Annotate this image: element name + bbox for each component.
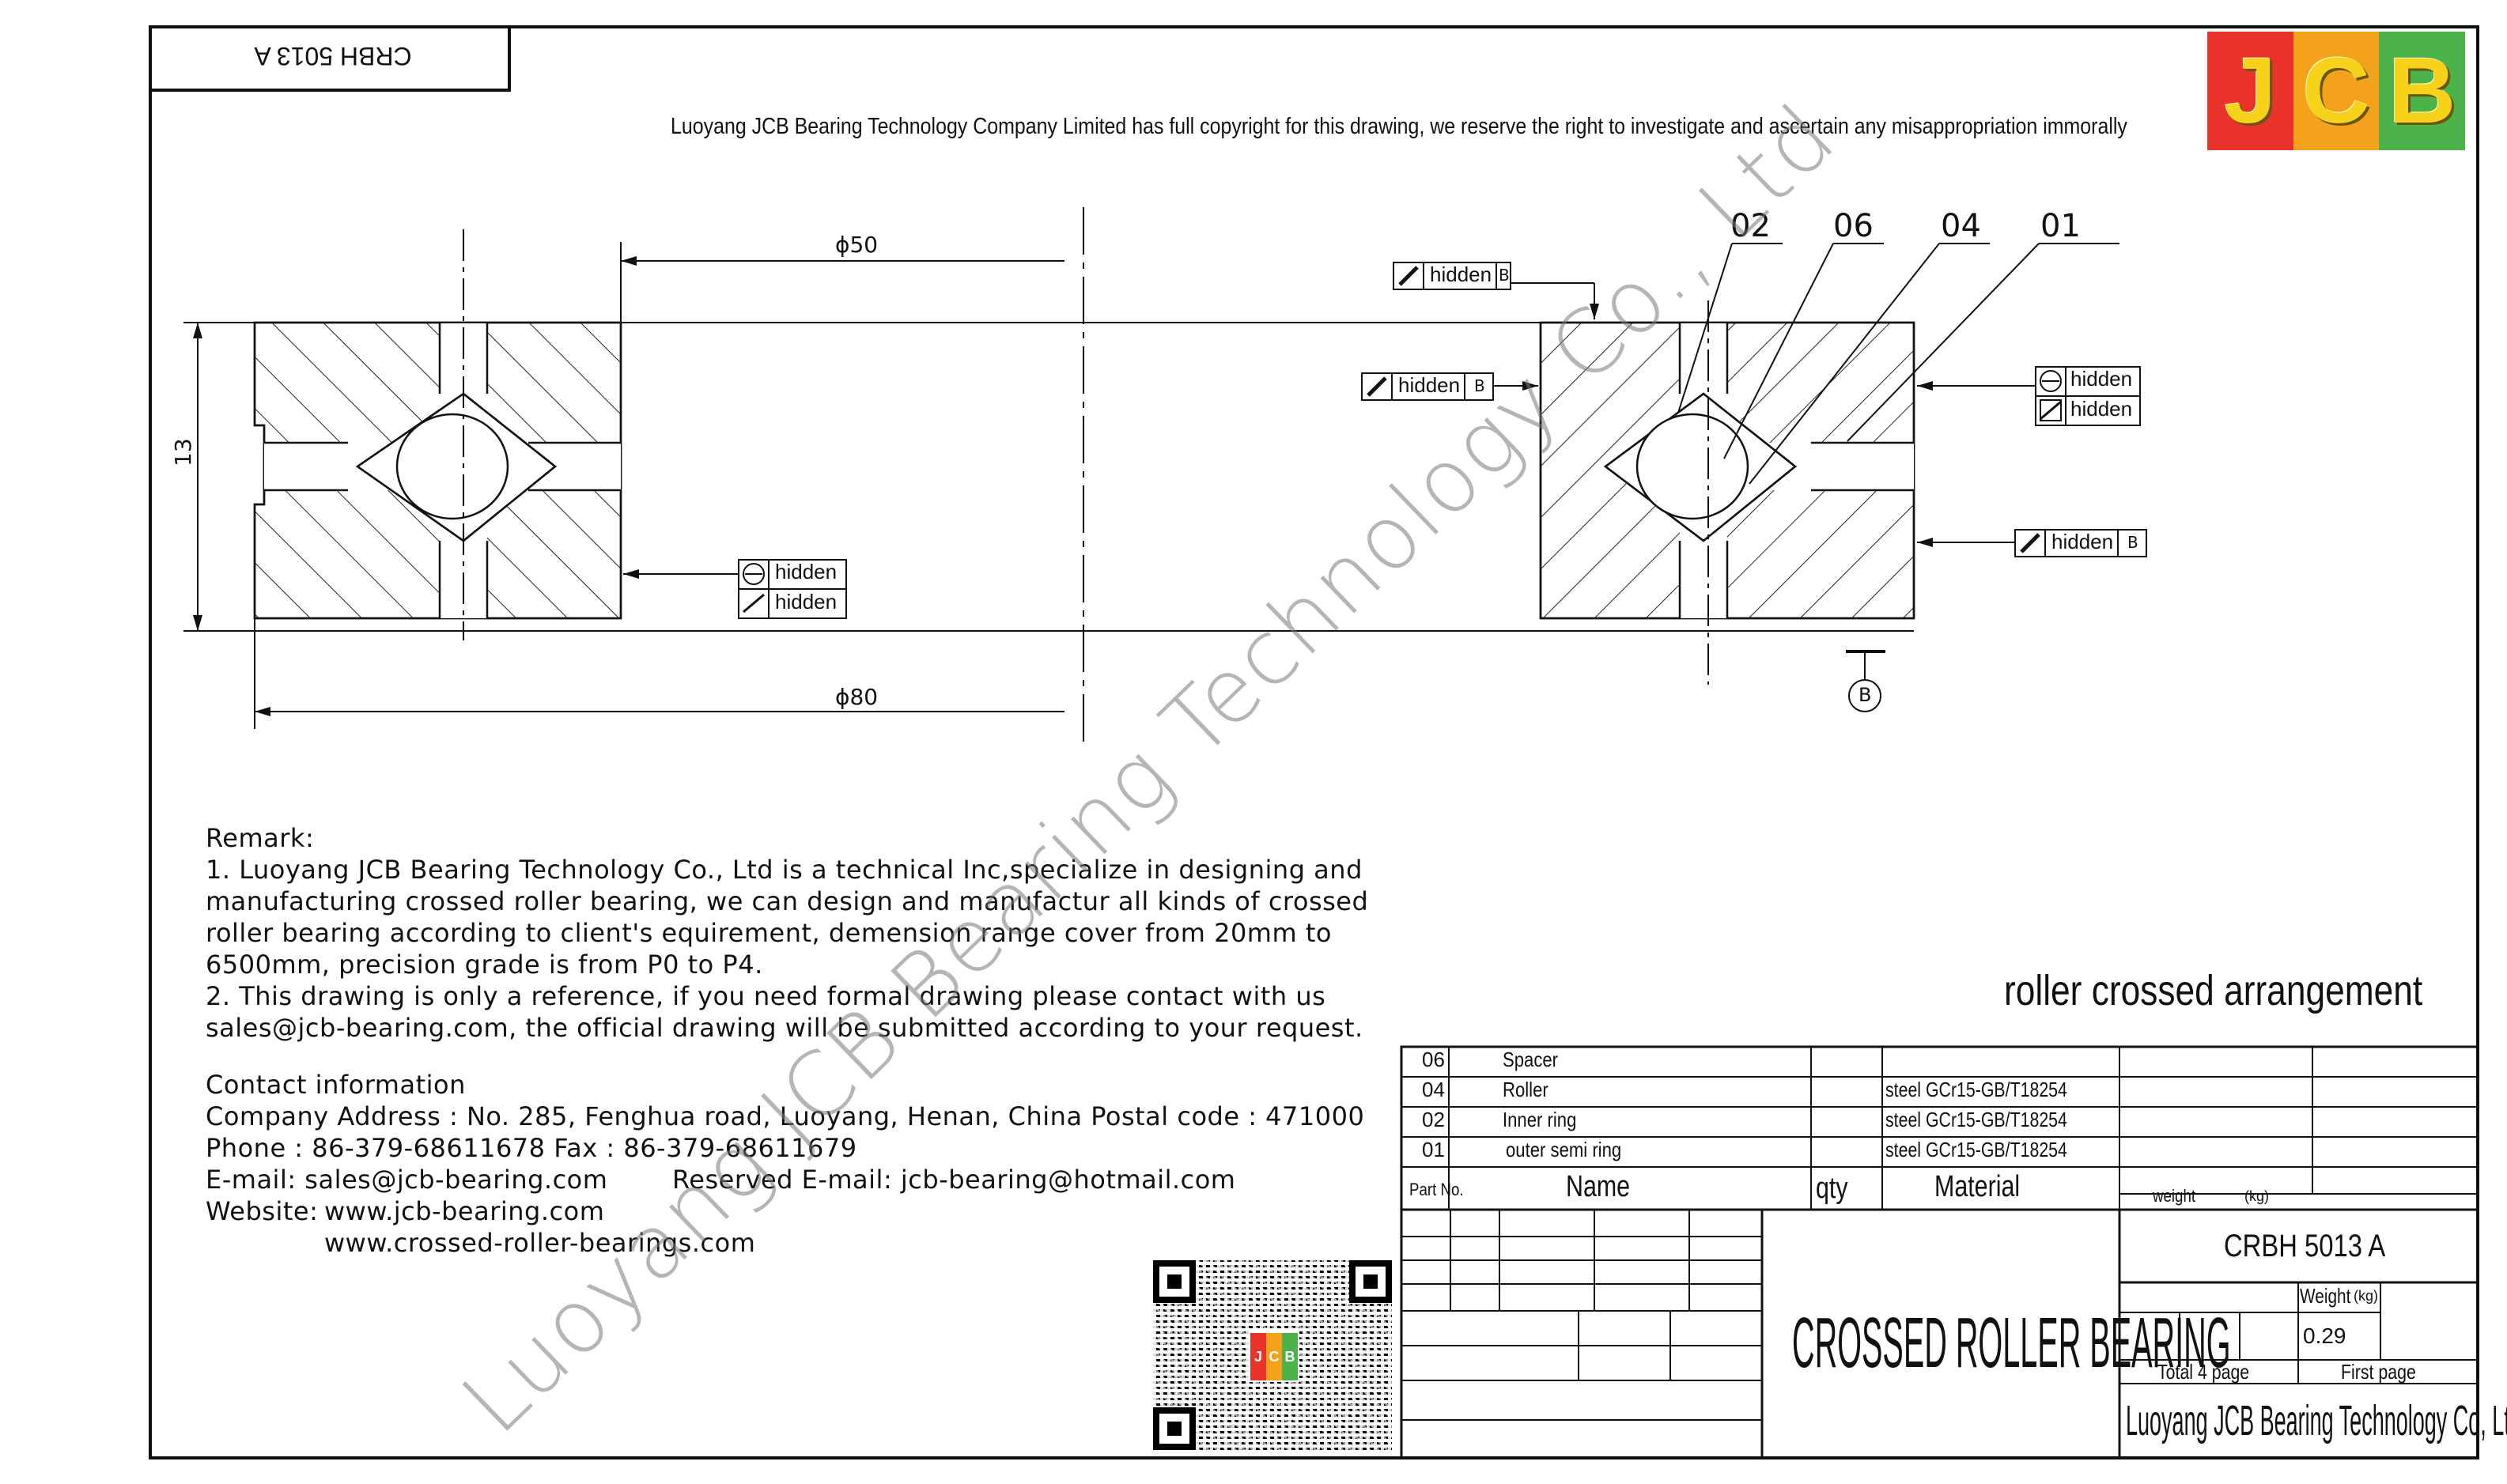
header-weight-unit: (kg) (2244, 1188, 2269, 1204)
symbol-text-4: hidden (2070, 367, 2133, 391)
part-row-2-name: Roller (1503, 1078, 1548, 1101)
feature-control-frames (738, 262, 2147, 619)
logo-letter-c: C (2293, 32, 2380, 150)
contact-phone: Phone : 86-379-68611678 Fax : 86-379-686… (206, 1133, 857, 1163)
remark-line-6: sales@jcb-bearing.com, the official draw… (206, 1013, 1363, 1043)
model-number: CRBH 5013 A (2224, 1229, 2386, 1263)
total-pages: Total 4 page (2157, 1360, 2250, 1384)
datum-ref-3: B (2127, 533, 2138, 552)
dim-outer-diameter: ϕ80 (835, 684, 879, 710)
remark-line-2: manufacturing crossed roller bearing, we… (206, 886, 1369, 916)
header-weight: weight (2153, 1186, 2196, 1206)
qr-logo-j: J (1250, 1333, 1266, 1380)
remark-line-5: 2. This drawing is only a reference, if … (206, 981, 1326, 1011)
header-qty: qty (1816, 1172, 1848, 1205)
part-row-2-material: steel GCr15-GB/T18254 (1885, 1078, 2067, 1101)
contact-website-2: www.crossed-roller-bearings.com (324, 1228, 756, 1258)
callout-01: 01 (2040, 208, 2081, 244)
right-section-view (1539, 300, 1915, 685)
drawing-number-box (149, 25, 511, 92)
symbol-text-6: hidden (775, 560, 838, 583)
arrangement-label: roller crossed arrangement (2004, 967, 2423, 1014)
weight-unit: (kg) (2354, 1288, 2378, 1304)
left-section-view (253, 229, 622, 640)
symbol-text-3: hidden (2051, 530, 2114, 553)
first-page: First page (2341, 1360, 2416, 1384)
logo-letter-j: J (2207, 32, 2293, 150)
contact-address: Company Address : No. 285, Fenghua road,… (206, 1101, 1365, 1131)
part-row-3-name: Inner ring (1503, 1108, 1577, 1131)
contact-website-1: www.jcb-bearing.com (324, 1196, 605, 1226)
title-block (1400, 1045, 2479, 1459)
copyright-notice: Luoyang JCB Bearing Technology Company L… (671, 114, 2127, 139)
header-part-no: Part No. (1409, 1180, 1464, 1199)
callout-06: 06 (1833, 208, 1874, 244)
header-name: Name (1566, 1170, 1631, 1203)
qr-code: J C B (1153, 1260, 1392, 1450)
remark-title: Remark: (206, 823, 315, 853)
qr-logo-b: B (1282, 1333, 1298, 1380)
contact-email: E-mail: sales@jcb-bearing.com (206, 1165, 608, 1195)
contact-title: Contact information (206, 1070, 466, 1100)
symbol-text-7: hidden (775, 590, 838, 614)
remark-line-4: 6500mm, precision grade is from P0 to P4… (206, 950, 763, 980)
sheet-border (149, 25, 2479, 1459)
header-material: Material (1934, 1170, 2021, 1203)
part-row-1-name: Spacer (1503, 1048, 1559, 1071)
weight-label: Weight (2300, 1284, 2351, 1308)
product-name: CROSSED ROLLER BEARING (1792, 1304, 2231, 1383)
callout-02: 02 (1730, 208, 1771, 244)
remark-line-3: roller bearing according to client's equ… (206, 918, 1332, 948)
callout-04: 04 (1941, 208, 1981, 244)
part-row-2-no: 04 (1422, 1078, 1445, 1101)
part-row-3-material: steel GCr15-GB/T18254 (1885, 1108, 2067, 1131)
part-row-3-no: 02 (1422, 1108, 1445, 1131)
part-row-4-no: 01 (1422, 1138, 1445, 1161)
drawing-number-mirrored: CRBH 5013 A (254, 42, 412, 70)
datum-ref-1: B (1499, 266, 1510, 285)
jcb-logo: J C B (2207, 32, 2466, 150)
symbol-text-2: hidden (1398, 373, 1461, 397)
datum-ref-2: B (1474, 376, 1485, 395)
remark-line-1: 1. Luoyang JCB Bearing Technology Co., L… (206, 855, 1363, 885)
company-name: Luoyang JCB Bearing Technology Co, Ltd (2126, 1397, 2507, 1444)
part-row-4-name: outer semi ring (1506, 1138, 1622, 1161)
contact-website-label: Website: (206, 1196, 319, 1226)
datum-b-label: B (1859, 684, 1872, 706)
contact-reserved-email: Reserved E-mail: jcb-bearing@hotmail.com (672, 1165, 1236, 1195)
weight-value: 0.29 (2303, 1324, 2346, 1348)
dim-inner-diameter: ϕ50 (835, 232, 879, 258)
symbol-text-1: hidden (1430, 262, 1492, 286)
dim-width: 13 (170, 438, 196, 466)
part-row-4-material: steel GCr15-GB/T18254 (1885, 1138, 2067, 1161)
qr-logo: J C B (1249, 1331, 1299, 1382)
part-row-1-no: 06 (1422, 1048, 1445, 1071)
symbol-text-5: hidden (2070, 397, 2133, 421)
qr-logo-c: C (1266, 1333, 1282, 1380)
logo-letter-b: B (2379, 32, 2466, 150)
